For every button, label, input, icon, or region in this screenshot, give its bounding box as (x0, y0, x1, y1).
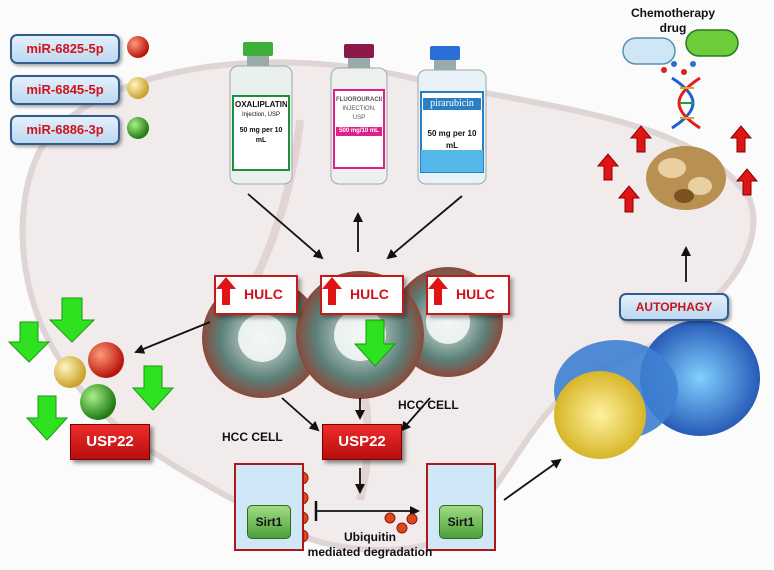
hulc-label: HULC (350, 286, 389, 302)
drug-dose: 500 mg/10 mL (336, 127, 382, 136)
mirna-label-2: miR-6845-5p (10, 75, 120, 105)
arrow (386, 195, 463, 260)
degradation-line-2: mediated degradation (307, 545, 433, 559)
sirt1-box: Sirt1 (439, 505, 483, 539)
ubiquitin-free (384, 512, 418, 534)
legend-ball-red (127, 36, 149, 58)
arrow (503, 458, 562, 501)
chemo-line-1: Chemotherapy (630, 6, 716, 20)
vial-pirarubicin-label: pirarubicin 50 mg per 10 mL (423, 98, 481, 152)
sirt1-tube-left: Sirt1 (234, 463, 304, 551)
drug-name: FLUOROURACIL (336, 97, 382, 103)
down-arrow-icon (7, 297, 397, 441)
drug-dose: 50 mg per 10 mL (239, 127, 283, 144)
hulc-label: HULC (456, 286, 495, 302)
chemotherapy-label: Chemotherapy drug (618, 6, 728, 36)
mirna-ball-yellow (54, 356, 86, 388)
arrow (134, 321, 211, 354)
drug-dose: 50 mg per 10 mL (427, 129, 477, 150)
usp22-box-left: USP22 (70, 424, 150, 460)
arrow (247, 193, 324, 260)
mirna-ball-red (88, 342, 124, 378)
vial-fluorouracil-label: FLUOROURACIL INJECTION, USP 500 mg/10 mL (336, 96, 382, 136)
hulc-label: HULC (244, 286, 283, 302)
tumor-clump (646, 146, 726, 210)
up-arrow-icon (322, 277, 342, 305)
hulc-box-2: HULC (320, 275, 404, 315)
arrow (281, 397, 320, 432)
hcc-cell-label-right: HCC CELL (398, 398, 459, 412)
legend-ball-green (127, 117, 149, 139)
legend-ball-yellow (127, 77, 149, 99)
hulc-box-3: HULC (426, 275, 510, 315)
degradation-label: Ubiquitin mediated degradation (300, 530, 440, 560)
degradation-line-1: Ubiquitin (344, 530, 396, 544)
up-arrow-icon (596, 125, 759, 213)
capsule-icon (622, 29, 739, 75)
autophagy-cells (554, 320, 760, 459)
drug-name: OXALIPLATIN (235, 100, 287, 109)
drug-sub: INJECTION, USP (342, 106, 376, 121)
mirna-label-3: miR-6886-3p (10, 115, 120, 145)
arrow (400, 397, 431, 432)
sirt1-tube-right: Sirt1 (426, 463, 496, 551)
up-arrow-icon (428, 277, 448, 305)
hcc-cell-label-left: HCC CELL (222, 430, 283, 444)
chemo-line-2: drug (659, 21, 687, 35)
hulc-box-1: HULC (214, 275, 298, 315)
mirna-ball-green (80, 384, 116, 420)
drug-name: pirarubicin (423, 98, 481, 110)
sirt1-box: Sirt1 (247, 505, 291, 539)
up-arrow-icon (216, 277, 236, 305)
mirna-label-1: miR-6825-5p (10, 34, 120, 64)
vial-oxaliplatin (229, 42, 293, 185)
vial-oxaliplatin-label: OXALIPLATIN Injection, USP 50 mg per 10 … (235, 100, 287, 146)
autophagy-label: AUTOPHAGY (619, 293, 729, 321)
drug-sub: Injection, USP (241, 112, 281, 118)
dna-helix (671, 76, 701, 130)
usp22-box-center: USP22 (322, 424, 402, 460)
